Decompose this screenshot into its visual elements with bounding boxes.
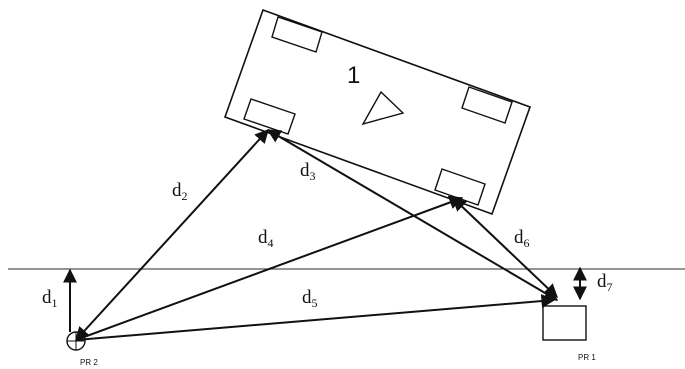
pr1-point: PR 1 — [542, 305, 596, 362]
pr1-marker — [542, 305, 587, 341]
label-d5: d5 — [302, 287, 318, 310]
label-d1: d1 — [42, 287, 58, 310]
arrow-d4 — [75, 195, 464, 341]
arrow-d6 — [451, 197, 559, 298]
label-d3: d3 — [300, 160, 316, 183]
vehicle: 1 — [223, 8, 532, 216]
wheel-front-left — [271, 16, 323, 53]
arrow-d3 — [266, 129, 559, 301]
vehicle-label: 1 — [347, 62, 360, 89]
arrow-d5 — [75, 294, 556, 341]
wheel-front-right — [461, 86, 513, 124]
label-d4: d4 — [258, 227, 274, 250]
label-d2: d2 — [172, 180, 188, 203]
pr2-label: PR 2 — [80, 358, 98, 367]
arrow-d2 — [75, 128, 269, 342]
wheel-rear-left — [243, 98, 296, 135]
pr1-label: PR 1 — [578, 353, 596, 362]
direction-triangle-icon — [361, 90, 405, 126]
distance-arrows — [63, 128, 587, 342]
label-d7: d7 — [597, 271, 613, 294]
label-d6: d6 — [514, 227, 530, 250]
